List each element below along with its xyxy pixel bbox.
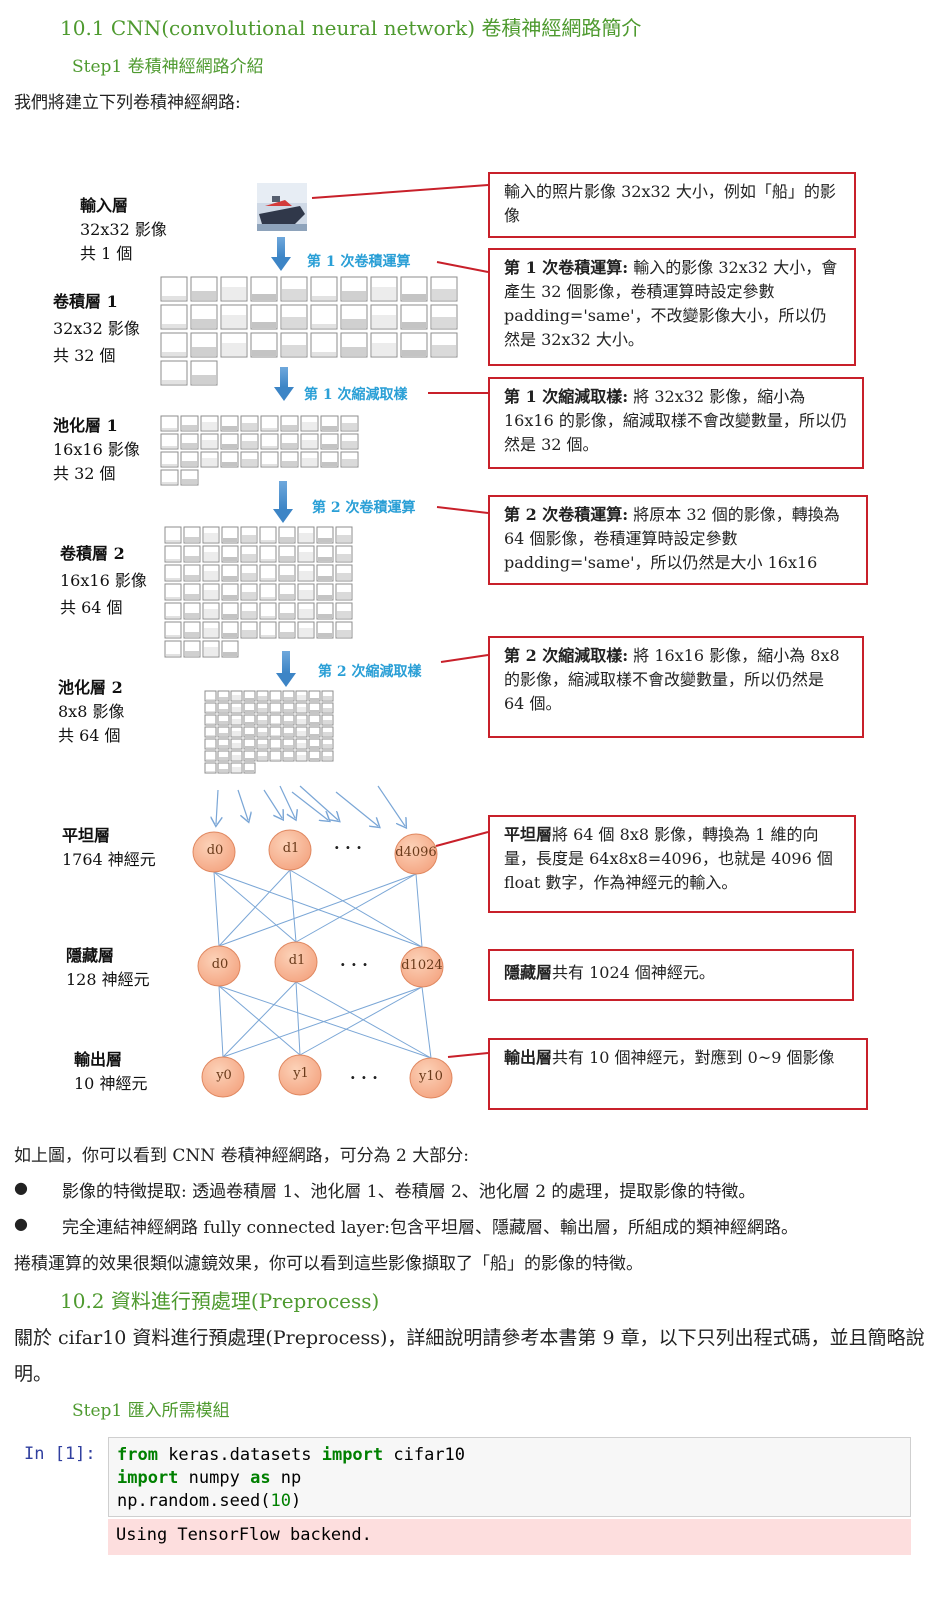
summary-line1: 如上圖，你可以看到 CNN 卷積神經網路，可分為 2 大部分:	[14, 1146, 469, 1166]
node-label: d4096	[395, 845, 437, 860]
callout-conv1: 第 1 次卷積運算: 輸入的影像 32x32 大小，會產生 32 個影像，卷積運…	[488, 248, 856, 366]
conv2-feature-maps	[164, 526, 353, 658]
callout-input: 輸入的照片影像 32x32 大小，例如「船」的影像	[488, 172, 856, 238]
code-line: from keras.datasets import cifar10	[117, 1445, 466, 1465]
flatten-arrows	[216, 785, 405, 826]
code-line: import numpy as np	[117, 1468, 302, 1488]
section-title-10-1: 10.1 CNN(convolutional neural network) 卷…	[60, 16, 642, 40]
step1-title: Step1 卷積神經網路介紹	[72, 57, 264, 77]
cell-prompt: In [1]:	[24, 1444, 96, 1464]
node-label: d1	[282, 841, 300, 856]
ellipsis: · · ·	[334, 838, 362, 857]
node-label: y0	[216, 1068, 232, 1083]
step-label-pool1: 第 1 次縮減取樣	[304, 387, 408, 403]
cell-output: Using TensorFlow backend.	[108, 1519, 911, 1555]
node-label: y1	[293, 1066, 309, 1081]
callout-pool2: 第 2 次縮減取樣: 將 16x16 影像，縮小為 8x8 的影像，縮減取樣不會…	[488, 636, 864, 738]
step-label-conv1: 第 1 次卷積運算	[307, 254, 411, 270]
section2-paragraph: 關於 cifar10 資料進行預處理(Preprocess)，詳細說明請參考本書…	[14, 1327, 925, 1385]
hidden-neurons	[197, 941, 444, 988]
bullet1-text: 影像的特徵提取: 透過卷積層 1、池化層 1、卷積層 2、池化層 2 的處理，提…	[62, 1182, 756, 1202]
section-title-10-2: 10.2 資料進行預處理(Preprocess)	[60, 1289, 380, 1313]
callout-output: 輸出層共有 10 個神經元，對應到 0~9 個影像	[488, 1038, 868, 1110]
node-label: d0	[211, 957, 229, 972]
node-label: d0	[206, 843, 224, 858]
bullet-icon: ●	[14, 1214, 28, 1233]
step-label-pool2: 第 2 次縮減取樣	[318, 664, 422, 680]
node-label: y10	[419, 1069, 443, 1084]
flat-neurons	[192, 829, 438, 875]
code-line: np.random.seed(10)	[117, 1491, 302, 1511]
ship-image	[257, 183, 307, 231]
ellipsis: · · ·	[350, 1068, 378, 1087]
callout-hidden: 隱藏層共有 1024 個神經元。	[488, 949, 854, 1001]
cnn-diagram	[160, 183, 489, 1099]
bullet2-text: 完全連結神經網路 fully connected layer:包含平坦層、隱藏層…	[62, 1218, 799, 1238]
summary-line2: 捲積運算的效果很類似濾鏡效果，你可以看到這些影像擷取了「船」的影像的特徵。	[14, 1254, 643, 1274]
node-label: d1024	[401, 958, 443, 973]
code-cell[interactable]: from keras.datasets import cifar10 impor…	[108, 1437, 911, 1517]
dense-connections	[213, 869, 432, 1059]
ellipsis: · · ·	[340, 955, 368, 974]
down-arrow-icon	[271, 237, 296, 687]
pool2-feature-maps	[204, 690, 334, 774]
pool1-feature-maps	[160, 415, 359, 486]
callout-conv2: 第 2 次卷積運算: 將原本 32 個的影像，轉換為 64 個影像，卷積運算時設…	[488, 495, 868, 585]
node-label: d1	[288, 953, 306, 968]
step1b-title: Step1 匯入所需模組	[72, 1401, 230, 1421]
step-label-conv2: 第 2 次卷積運算	[312, 500, 416, 516]
callout-lines	[311, 184, 489, 1058]
output-neurons	[201, 1054, 453, 1099]
callout-pool1: 第 1 次縮減取樣: 將 32x32 影像，縮小為 16x16 的影像，縮減取樣…	[488, 377, 864, 469]
callout-flat: 平坦層將 64 個 8x8 影像，轉換為 1 維的向量，長度是 64x8x8=4…	[488, 815, 856, 913]
intro-text: 我們將建立下列卷積神經網路:	[14, 93, 241, 113]
conv1-feature-maps	[160, 276, 458, 386]
bullet-icon: ●	[14, 1178, 28, 1197]
